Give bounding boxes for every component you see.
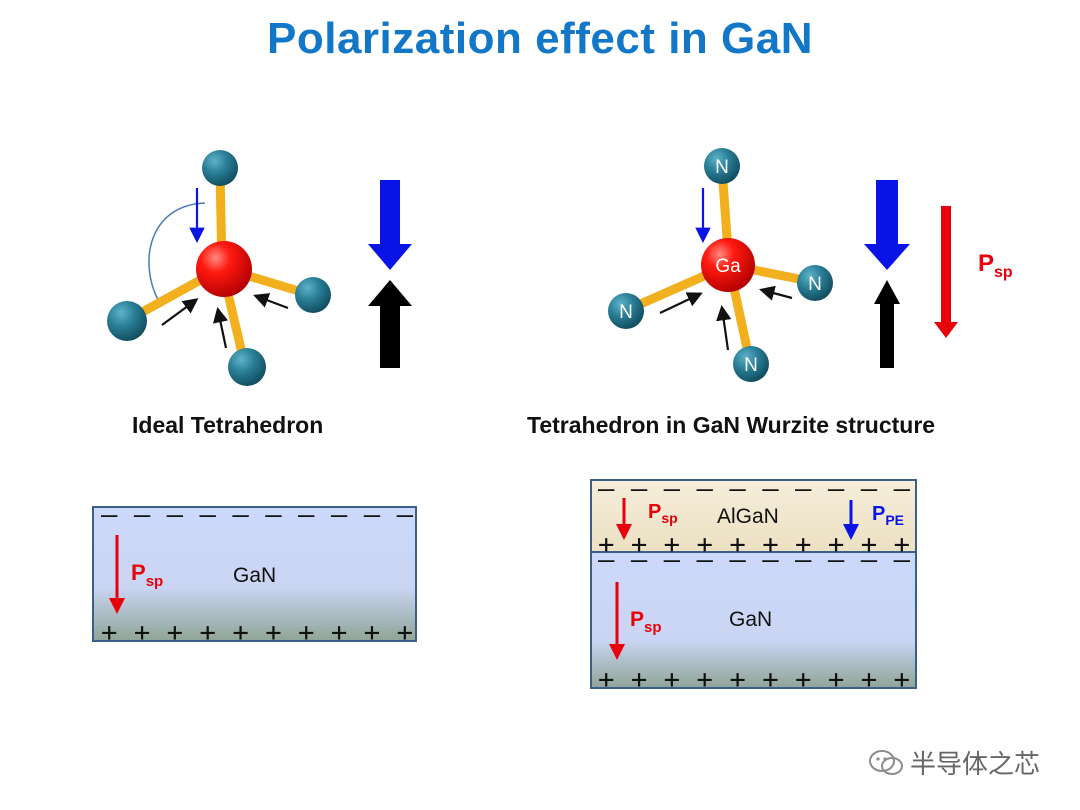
ppe-label: PPE [872,503,904,528]
force-arrow [659,292,703,314]
force-arrow [253,293,289,310]
big-up-arrow-black [368,280,412,368]
gan-slab [590,551,917,689]
n-atom-label: N [744,355,758,376]
positive-charges: + + + + + + + + + + [101,618,413,648]
psp-label: Psp [648,501,678,526]
big-down-arrow-blue [368,180,412,270]
negative-charges: — — — — — — — — — — [598,545,910,575]
gan-label: GaN [729,608,772,631]
ppe-arrow-head [843,524,859,540]
algan-slab [590,479,917,553]
n-atom [733,346,769,382]
n-atom-label: N [715,157,729,178]
n-atom [107,301,147,341]
watermark-text: 半导体之芯 [910,750,1041,780]
caption-wurtzite-tetrahedron: Tetrahedron in GaN Wurzite structure [527,412,936,438]
psp-arrow-head [609,644,625,660]
positive-charges: + + + + + + + + + + [598,530,910,560]
big-down-arrow-blue [864,180,910,270]
n-atom-label: N [619,302,633,323]
n-atom [797,265,833,301]
psp-label: Psp [630,608,662,636]
ga-atom-label: Ga [715,256,741,277]
wurtzite-tetrahedron: N N N N Ga Psp [608,148,1013,382]
chat-bubble-icon [869,749,903,775]
psp-arrow-head [616,524,632,540]
page-title: Polarization effect in GaN [267,14,813,63]
force-arrow [716,304,732,351]
algan-gan-stack: — — — — — — — — — — Psp AlGaN PPE + + + … [590,474,917,695]
negative-charges: — — — — — — — — — — [101,500,413,530]
ideal-tetrahedron [107,150,412,386]
n-atom-label: N [808,274,822,295]
gan-slab [92,506,417,642]
psp-label: Psp [978,250,1013,281]
bond-angle-arc [148,202,206,301]
psp-label: Psp [131,560,163,590]
n-atom [295,277,331,313]
n-atom [608,293,644,329]
gan-label: GaN [233,564,276,587]
psp-arrow-red [934,206,958,338]
negative-charges: — — — — — — — — — — [598,474,910,504]
force-arrow [213,306,229,349]
ga-atom [196,241,252,297]
caption-ideal-tetrahedron: Ideal Tetrahedron [132,412,324,438]
big-up-arrow-black [874,280,900,368]
gan-layer-left: — — — — — — — — — — Psp GaN + + + + + + … [92,500,417,648]
watermark: 半导体之芯 [868,744,1040,781]
n-atom [704,148,740,184]
force-arrow [161,298,199,326]
ga-atom [701,238,755,292]
n-atom [202,150,238,186]
n-atom [228,348,266,386]
positive-charges: + + + + + + + + + + [598,665,910,695]
psp-arrow-head [109,598,125,614]
force-arrow [759,285,793,301]
algan-label: AlGaN [717,505,779,528]
